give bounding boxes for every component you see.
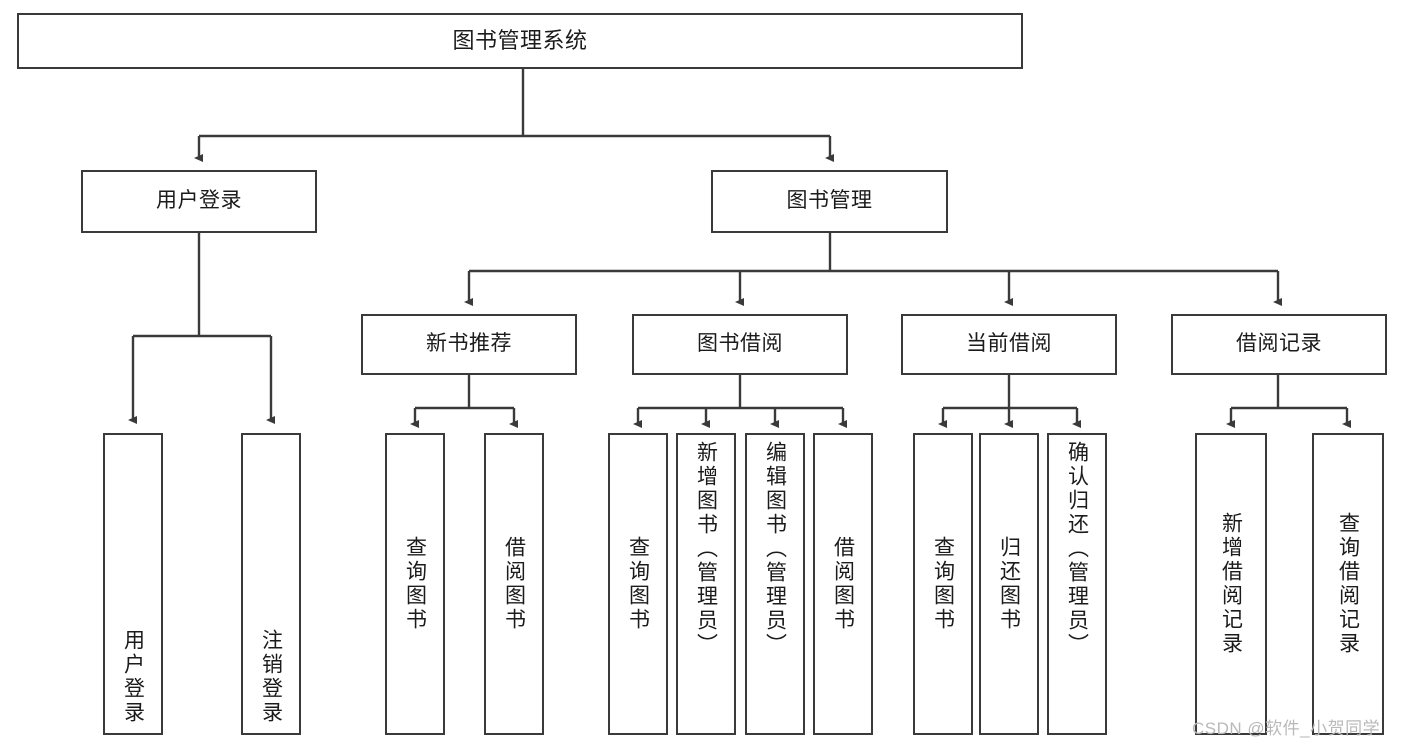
leaf-book-borrow-add-book-admin[interactable]: 新增图书（管理员） bbox=[676, 433, 736, 735]
leaf-current-borrow-query-books[interactable]: 查询图书 bbox=[913, 433, 973, 735]
leaf-user-login-login[interactable]: 用户登录 bbox=[103, 433, 163, 735]
node-current-borrow[interactable]: 当前借阅 bbox=[901, 314, 1117, 375]
leaf-current-borrow-return-books[interactable]: 归还图书 bbox=[979, 433, 1039, 735]
node-label: 注销登录 bbox=[259, 629, 283, 725]
leaf-book-borrow-borrow-books[interactable]: 借阅图书 bbox=[813, 433, 873, 735]
node-label: 新书推荐 bbox=[426, 332, 512, 356]
node-label: 新增图书（管理员） bbox=[694, 441, 718, 657]
node-label: 查询图书 bbox=[931, 536, 955, 632]
node-label: 图书管理 bbox=[786, 189, 873, 213]
node-label: 借阅图书 bbox=[502, 536, 526, 632]
node-label: 用户登录 bbox=[156, 189, 242, 213]
node-label: 确认归还（管理员） bbox=[1065, 441, 1089, 657]
node-label: 借阅记录 bbox=[1236, 332, 1322, 356]
node-user-login[interactable]: 用户登录 bbox=[81, 170, 317, 233]
watermark: CSDN @软件_小贺同学 bbox=[1192, 719, 1381, 738]
node-label: 用户登录 bbox=[121, 629, 145, 725]
node-borrow-record[interactable]: 借阅记录 bbox=[1171, 314, 1387, 375]
leaf-borrow-record-query-record[interactable]: 查询借阅记录 bbox=[1312, 433, 1384, 735]
node-label: 图书借阅 bbox=[697, 332, 783, 356]
node-book-borrow[interactable]: 图书借阅 bbox=[632, 314, 848, 375]
node-root-library-management-system[interactable]: 图书管理系统 bbox=[17, 13, 1023, 69]
leaf-borrow-record-add-record[interactable]: 新增借阅记录 bbox=[1195, 433, 1267, 735]
node-book-management[interactable]: 图书管理 bbox=[711, 170, 948, 233]
leaf-book-borrow-query-books[interactable]: 查询图书 bbox=[608, 433, 668, 735]
node-label: 查询图书 bbox=[626, 536, 650, 632]
node-label: 编辑图书（管理员） bbox=[763, 441, 787, 657]
leaf-current-borrow-confirm-return-admin[interactable]: 确认归还（管理员） bbox=[1047, 433, 1107, 735]
node-label: 归还图书 bbox=[997, 536, 1021, 632]
leaf-new-book-borrow-books[interactable]: 借阅图书 bbox=[484, 433, 544, 735]
node-label: 借阅图书 bbox=[831, 536, 855, 632]
node-label: 新增借阅记录 bbox=[1219, 512, 1243, 656]
node-label: 当前借阅 bbox=[966, 332, 1052, 356]
node-new-book-recommend[interactable]: 新书推荐 bbox=[361, 314, 577, 375]
node-label: 查询借阅记录 bbox=[1336, 512, 1360, 656]
leaf-user-login-logout[interactable]: 注销登录 bbox=[241, 433, 301, 735]
leaf-book-borrow-edit-book-admin[interactable]: 编辑图书（管理员） bbox=[745, 433, 805, 735]
node-label: 图书管理系统 bbox=[452, 28, 588, 54]
leaf-new-book-query-books[interactable]: 查询图书 bbox=[385, 433, 445, 735]
node-label: 查询图书 bbox=[403, 536, 427, 632]
